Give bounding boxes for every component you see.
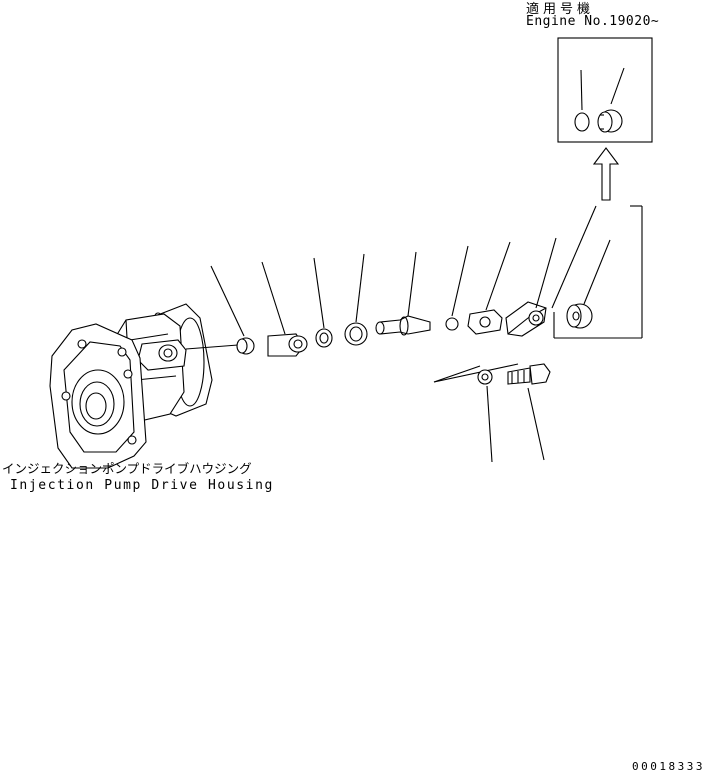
o-ring-part bbox=[445, 317, 459, 331]
gear-shaft-part bbox=[375, 315, 431, 336]
housing-label-en: Injection Pump Drive Housing bbox=[10, 478, 274, 493]
sleeve-nut-part bbox=[597, 109, 623, 133]
drawing-code: 00018333 bbox=[632, 760, 705, 773]
engine-number-note: Engine No.19020~ bbox=[526, 14, 660, 29]
washer-part bbox=[574, 112, 590, 132]
nut-part bbox=[236, 337, 255, 355]
connector-part bbox=[505, 301, 547, 337]
bracket bbox=[551, 205, 643, 339]
injection-pump-drive-housing bbox=[49, 303, 239, 469]
leader-line bbox=[610, 67, 625, 105]
housing-label-jp: インジェクションポンプドライブハウジング bbox=[2, 461, 252, 476]
leader-line bbox=[580, 69, 583, 111]
gasket-part bbox=[467, 309, 503, 335]
detail-box bbox=[557, 37, 653, 143]
leader-lines bbox=[210, 237, 557, 337]
bolt-part bbox=[507, 363, 551, 385]
ring-part bbox=[315, 328, 333, 348]
washer-part bbox=[477, 369, 493, 385]
sleeve-part bbox=[267, 333, 308, 357]
lower-fasteners bbox=[433, 363, 551, 463]
sleeve-nut-part bbox=[566, 303, 593, 329]
arrow-up-icon bbox=[592, 147, 620, 201]
bearing-part bbox=[344, 322, 368, 346]
applicable-note-jp: 適用号機 bbox=[526, 2, 595, 17]
